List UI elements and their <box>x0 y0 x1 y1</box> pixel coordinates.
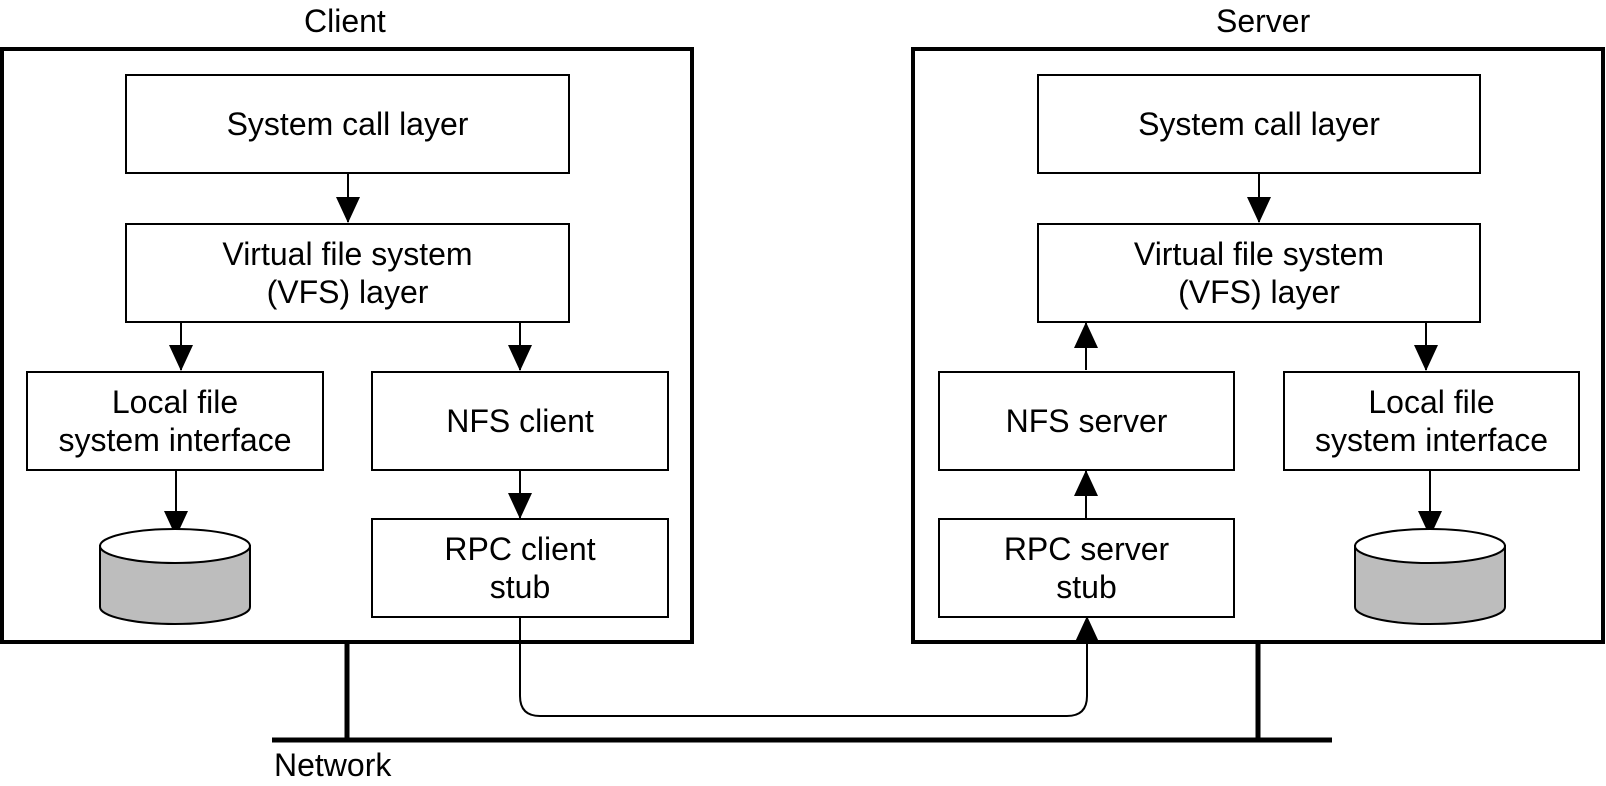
server-local-fs-interface: Local file system interface <box>1283 371 1580 471</box>
client-nfs-label: NFS client <box>446 403 594 439</box>
server-disk-icon <box>1354 528 1506 625</box>
server-nfs-label: NFS server <box>1005 403 1168 439</box>
client-system-call-label: System call layer <box>226 106 469 142</box>
client-vfs-label: Virtual file system (VFS) layer <box>222 236 473 310</box>
client-title: Client <box>304 3 386 39</box>
server-rpc-label: RPC server stub <box>1003 531 1170 605</box>
client-disk-icon <box>99 528 251 625</box>
server-vfs-layer: Virtual file system (VFS) layer <box>1037 223 1481 323</box>
client-rpc-stub: RPC client stub <box>371 518 669 618</box>
server-system-call-layer: System call layer <box>1037 74 1481 174</box>
client-rpc-label: RPC client stub <box>444 531 596 605</box>
client-local-fs-interface: Local file system interface <box>26 371 324 471</box>
server-vfs-label: Virtual file system (VFS) layer <box>1133 236 1385 310</box>
rpc-message-path <box>519 616 1099 717</box>
client-vfs-layer: Virtual file system (VFS) layer <box>125 223 570 323</box>
server-local-fs-label: Local file system interface <box>1315 384 1548 458</box>
client-system-call-layer: System call layer <box>125 74 570 174</box>
client-nfs-client: NFS client <box>371 371 669 471</box>
network-label: Network <box>274 747 392 783</box>
server-system-call-label: System call layer <box>1138 106 1380 142</box>
server-rpc-stub: RPC server stub <box>938 518 1235 618</box>
server-title: Server <box>1216 3 1311 39</box>
server-nfs-server: NFS server <box>938 371 1235 471</box>
client-local-fs-label: Local file system interface <box>58 384 292 458</box>
